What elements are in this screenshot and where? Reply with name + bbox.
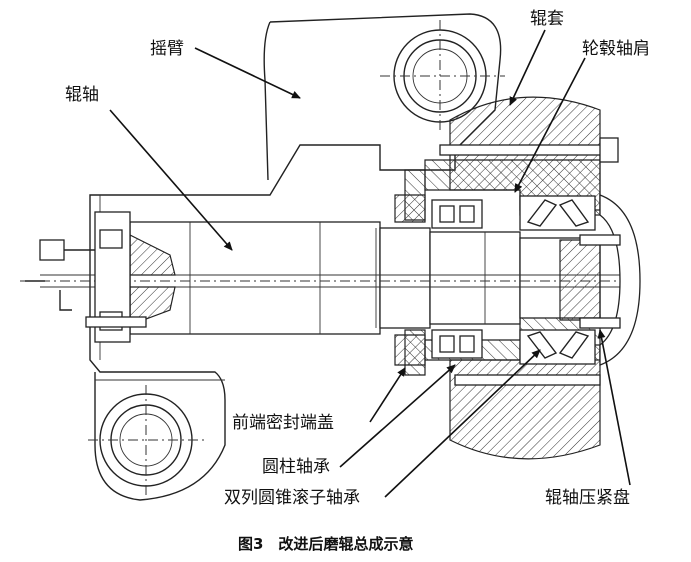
- clamp-plate-part: [559, 194, 641, 366]
- left-instrument: [25, 239, 95, 311]
- label-front-seal-cover: 前端密封端盖: [232, 413, 334, 433]
- label-double-row-tapered-bearing: 双列圆锥滚子轴承: [224, 488, 360, 508]
- cylindrical-bearing-part: [431, 199, 483, 359]
- label-roll-sleeve: 辊套: [530, 9, 564, 29]
- front-seal-cover-part: [394, 194, 426, 366]
- leader-tapered-bearing: [384, 349, 541, 498]
- tapered-roller-bearing-part: [519, 195, 596, 365]
- upper-pivot-bore: [380, 20, 505, 132]
- lower-pivot-bore: [88, 385, 208, 500]
- leader-cylindrical-bearing: [339, 364, 456, 468]
- leader-front-seal-cover: [369, 367, 406, 423]
- leader-hub-shoulder: [514, 57, 586, 193]
- shaft-left-end: [85, 211, 176, 343]
- label-cylindrical-bearing: 圆柱轴承: [262, 457, 330, 477]
- label-roll-shaft-clamp-plate: 辊轴压紧盘: [545, 488, 630, 508]
- label-rocker-arm: 摇臂: [150, 39, 184, 59]
- leader-clamp-plate: [597, 329, 631, 486]
- roll-shaft-body: [129, 221, 601, 335]
- leader-roll-sleeve: [509, 29, 546, 106]
- leader-rocker-arm: [194, 47, 301, 99]
- leader-roll-shaft: [109, 109, 233, 251]
- figure-caption: 图3 改进后磨辊总成示意: [238, 535, 413, 553]
- hub-bolt: [439, 137, 619, 163]
- label-hub-shoulder: 轮毂轴肩: [582, 39, 650, 59]
- label-roll-shaft: 辊轴: [65, 85, 99, 105]
